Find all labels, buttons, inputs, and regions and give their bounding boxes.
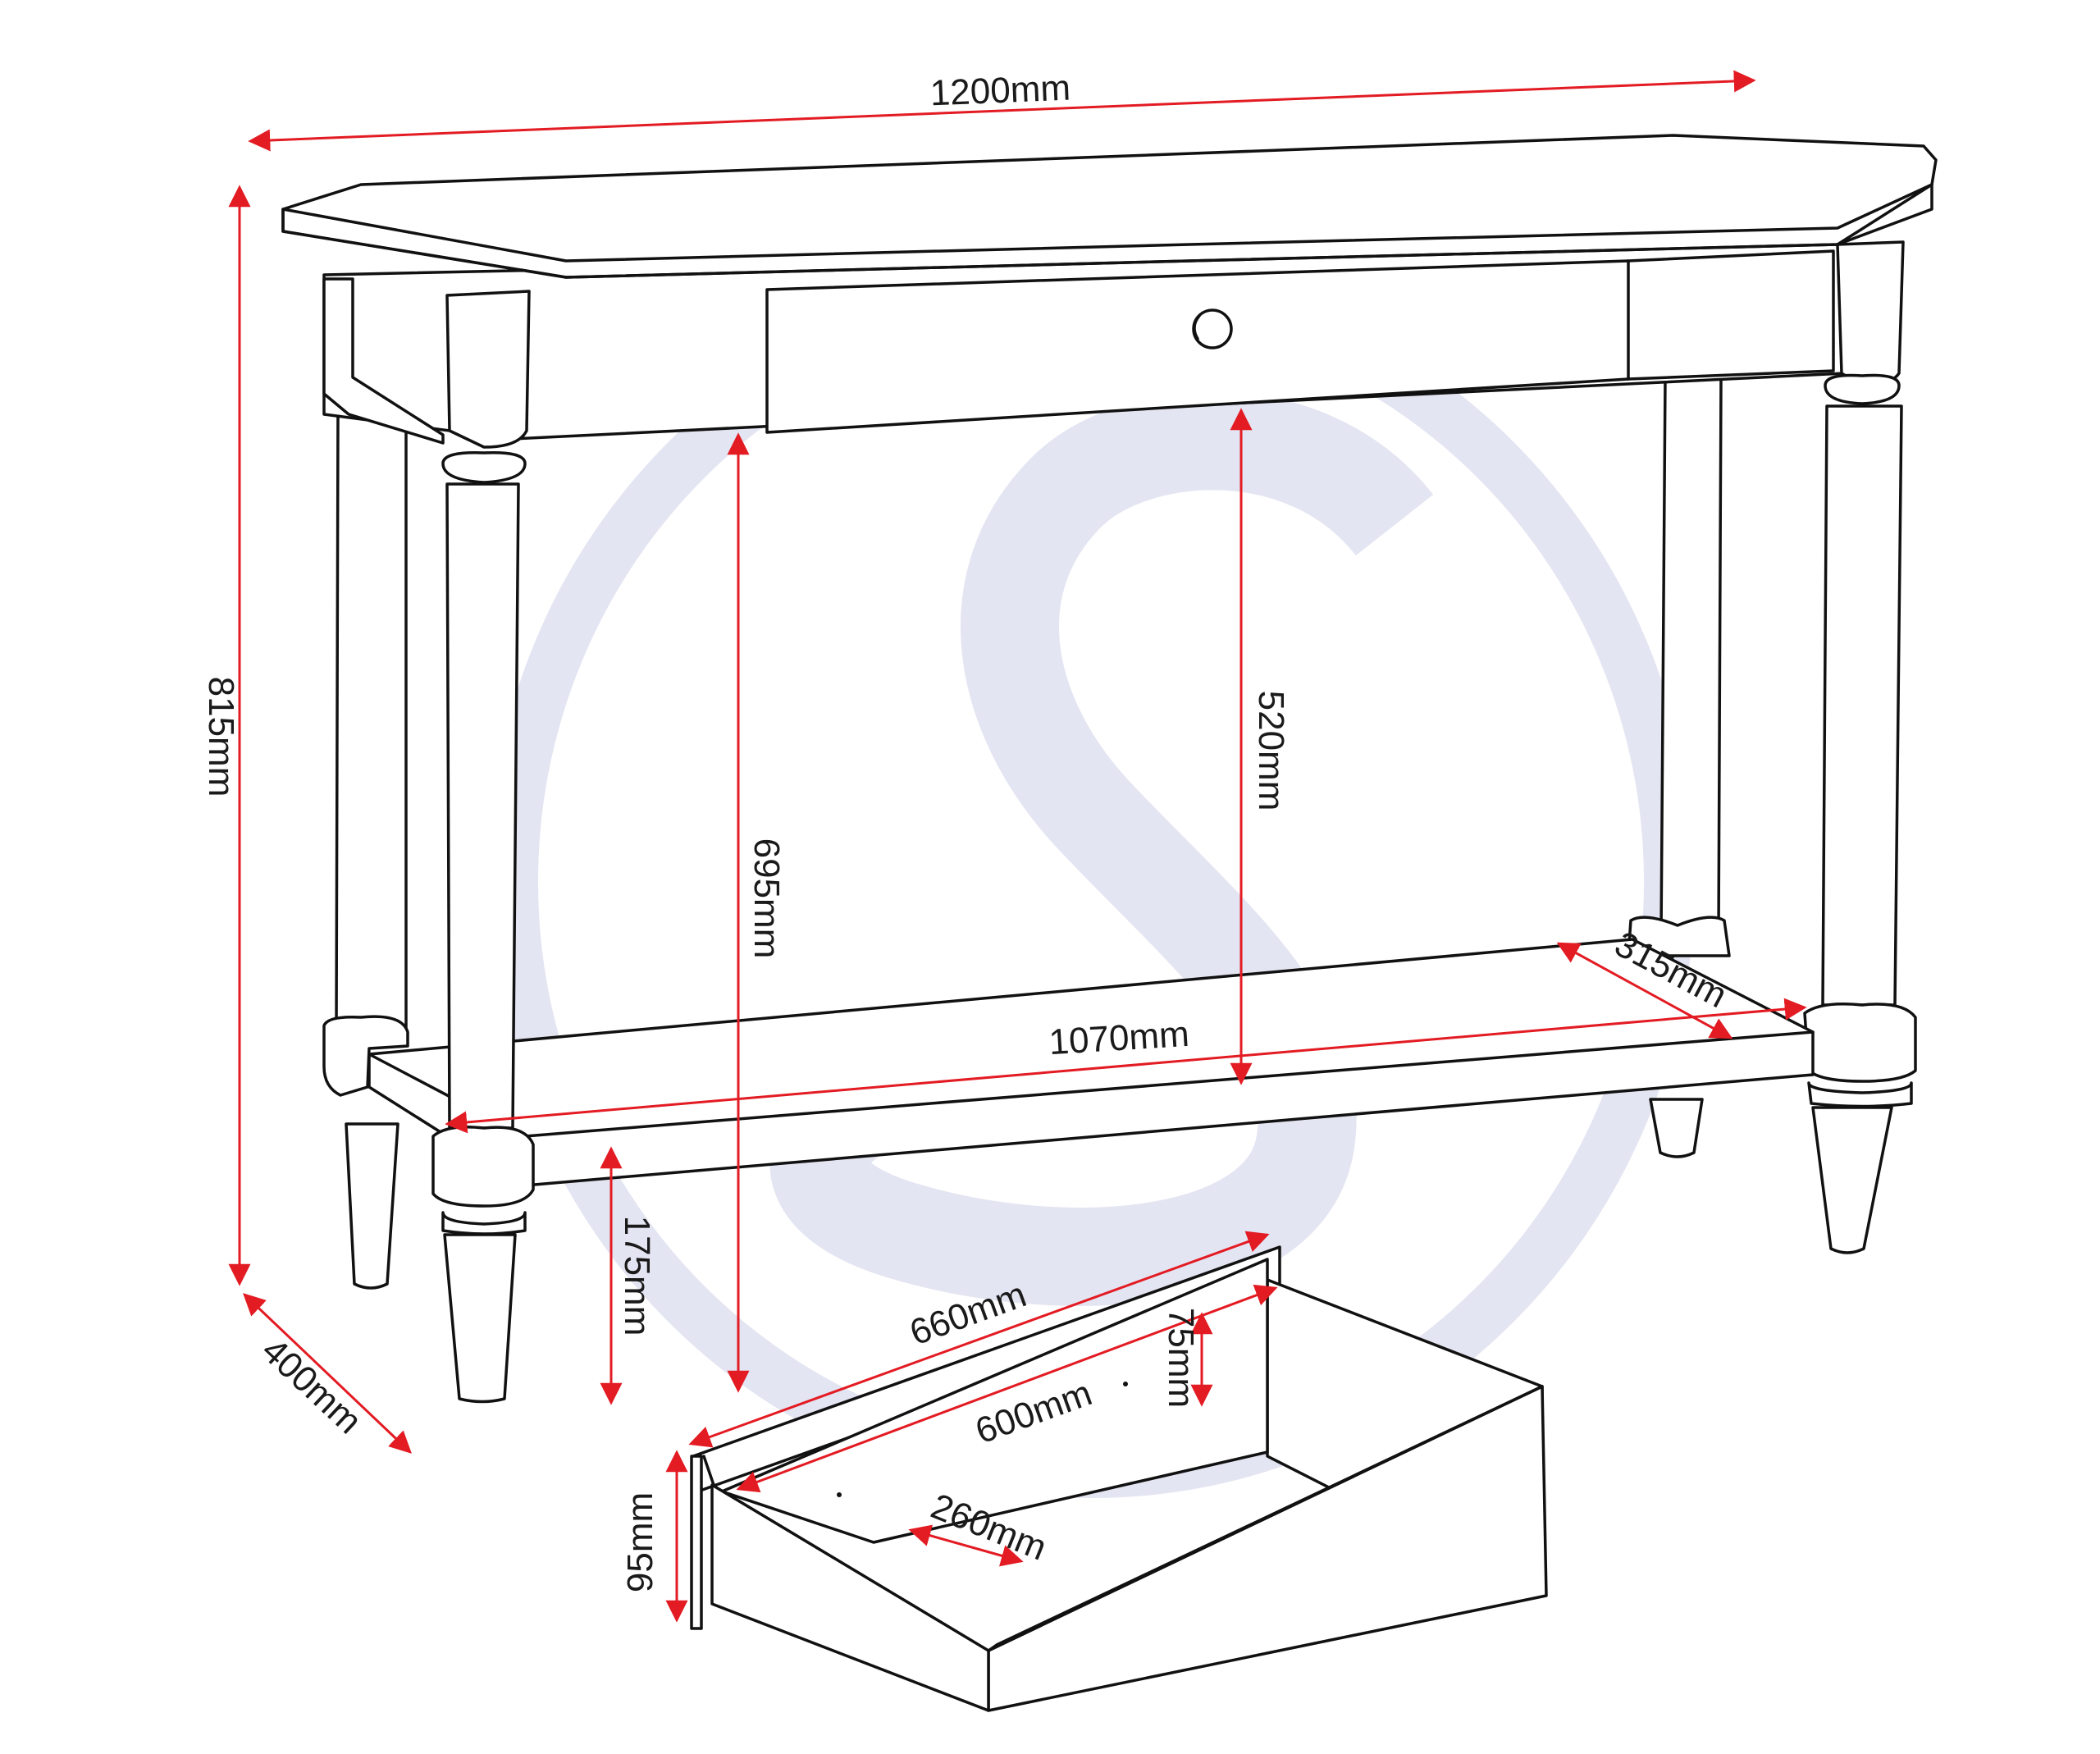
label-drawer-front-height: 95mm [620, 1492, 660, 1592]
label-shelf-width: 1070mm [1048, 1014, 1190, 1062]
back-left-foot-block [322, 1015, 409, 1097]
dimension-shelf-height: 175mm [600, 1146, 657, 1405]
drawer-face-plate [690, 1455, 703, 1630]
apron-right-panel [1627, 249, 1835, 381]
label-width: 1200mm [929, 68, 1071, 114]
table-top [281, 134, 1938, 279]
label-height: 815mm [201, 677, 241, 797]
label-shelf-height: 175mm [617, 1216, 657, 1336]
drawer-front [765, 259, 1630, 434]
dimension-drawer-front-height: 95mm [620, 1450, 688, 1623]
drawer-knob-icon [1192, 308, 1233, 349]
drawer-exploded [690, 1245, 1548, 1712]
front-left-leg [431, 290, 535, 1404]
front-right-leg [1803, 240, 1917, 1254]
label-under-top-clearance: 695mm [746, 838, 787, 959]
apron-left-side [322, 277, 445, 445]
dimension-height: 815mm [201, 185, 251, 1286]
label-under-drawer-clearance: 520mm [1251, 691, 1291, 811]
label-depth: 400mm [254, 1330, 370, 1441]
dimension-under-drawer-clearance: 520mm [1230, 408, 1291, 1085]
label-drawer-side-height: 75mm [1161, 1308, 1201, 1408]
dimension-depth: 400mm [243, 1293, 412, 1454]
back-left-leg [327, 384, 414, 1290]
watermark-s-logo-icon [487, 266, 1695, 1498]
dimension-width: 1200mm [248, 68, 1756, 152]
console-table [281, 134, 1938, 1404]
dimension-drawer-side-height: 75mm [1161, 1308, 1213, 1408]
dimension-under-top-clearance: 695mm [727, 432, 787, 1393]
drawer-front-panel [710, 1483, 990, 1712]
